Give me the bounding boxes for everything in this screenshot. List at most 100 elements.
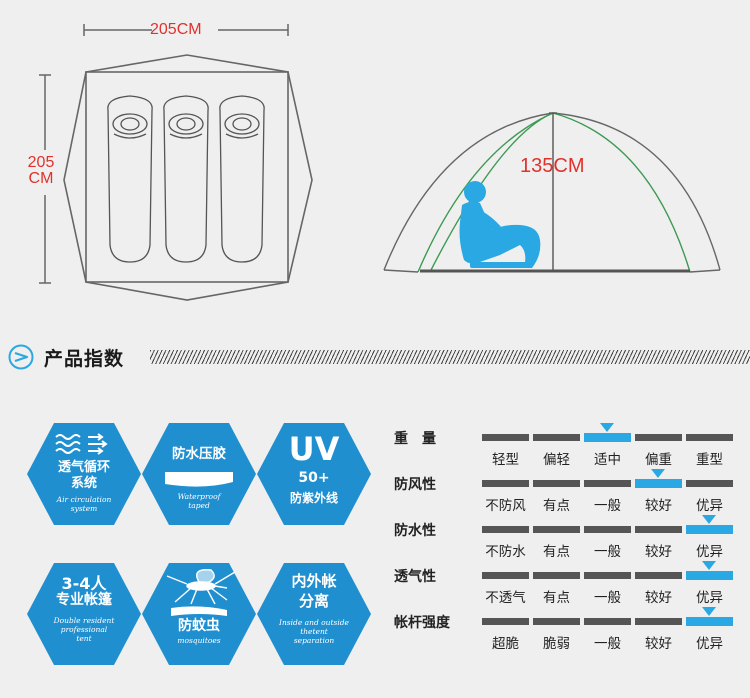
height-label: 135CM: [520, 155, 585, 177]
feature-badge-uv: UV 50+ 防紫外线: [254, 420, 374, 528]
people-icon: 3-4人: [61, 574, 107, 593]
uv-icon: UV: [288, 430, 340, 468]
rating-segment: [584, 572, 631, 579]
rating-option-label: 有点: [543, 544, 570, 560]
rating-marker-icon: [702, 561, 716, 570]
feature-subtitle-line1: Waterproof: [177, 492, 221, 501]
rating-segment: [584, 526, 631, 533]
feature-subtitle-line2: thetent: [300, 627, 328, 636]
rating-option-label: 重型: [696, 452, 723, 468]
rating-option-label: 较好: [645, 636, 672, 652]
feature-subtitle-line3: separation: [293, 636, 335, 645]
rating-marker-icon: [702, 515, 716, 524]
feature-badge-capacity: 3-4人 专业帐篷 Double resident professional t…: [24, 560, 144, 668]
rating-option-label: 优异: [696, 498, 723, 514]
rating-segment-selected: [686, 525, 733, 534]
rating-option-label: 较好: [645, 498, 672, 514]
section-title: 产品指数: [44, 348, 125, 370]
rating-segment: [584, 480, 631, 487]
section-divider-stripes: [150, 350, 750, 364]
tent-drawings: [39, 24, 721, 301]
arrow-circle-icon: [8, 344, 34, 370]
rating-option-label: 优异: [696, 590, 723, 606]
rating-option-label: 较好: [645, 544, 672, 560]
tent-dimension-diagram: 205CM 205 CM 135CM: [0, 0, 750, 320]
depth-value: 205: [27, 154, 55, 171]
rating-segment: [482, 618, 529, 625]
rating-label: 重 量: [394, 431, 436, 447]
rating-option-label: 不防水: [485, 544, 526, 560]
depth-unit: CM: [28, 170, 54, 187]
section-header: 产品指数: [8, 341, 750, 373]
feature-subtitle-line2: taped: [188, 501, 210, 510]
feature-badge-mosquito: 防蚊虫 mosquitoes: [139, 560, 259, 668]
rating-segment: [635, 618, 682, 625]
feature-subtitle-line3: tent: [76, 634, 92, 643]
rating-option-label: 一般: [594, 544, 621, 560]
tent-floor-plan: [63, 54, 313, 301]
rating-option-label: 偏重: [645, 452, 672, 468]
rating-segment-selected: [686, 571, 733, 580]
rating-option-label: 轻型: [492, 452, 519, 468]
feature-title-line1: 透气循环: [57, 460, 110, 475]
feature-uv-rating: 50+: [298, 470, 330, 486]
feature-title-line2: 分离: [298, 592, 329, 610]
rating-option-label: 有点: [543, 590, 570, 606]
rating-segment: [482, 434, 529, 441]
tape-icon: [171, 606, 227, 616]
width-dimension-line: [83, 24, 289, 36]
product-ratings: 重 量 轻型偏轻适中偏重重型 防风性 不防风有点一般较好优异 防水性 不防水有点…: [394, 420, 750, 660]
tent-side-view: [383, 112, 721, 273]
wind-arrows-icon: [55, 433, 108, 455]
feature-subtitle-line1: Inside and outside: [279, 618, 349, 627]
rating-segment: [482, 572, 529, 579]
rating-option-label: 不防风: [485, 498, 526, 514]
rating-segment: [482, 480, 529, 487]
rating-option-label: 一般: [594, 498, 621, 514]
feature-subtitle-line2: system: [70, 504, 98, 513]
rating-label: 防风性: [394, 477, 436, 493]
rating-row-weight: 重 量 轻型偏轻适中偏重重型: [394, 420, 750, 468]
feature-title-line1: 专业帐篷: [56, 592, 112, 608]
mosquito-icon: [166, 569, 236, 605]
rating-segment: [533, 618, 580, 625]
rating-segment: [533, 434, 580, 441]
feature-subtitle-line2: professional: [60, 625, 108, 634]
sleeping-bag: [219, 95, 265, 263]
rating-marker-icon: [651, 469, 665, 478]
feature-title-line1: 防水压胶: [172, 446, 226, 462]
rating-row-wind: 防风性 不防风 有点 一般 较好 优异: [394, 466, 750, 514]
tape-icon: [165, 472, 233, 487]
feature-subtitle-line1: Air circulation: [56, 495, 112, 504]
rating-label: 透气性: [394, 569, 436, 585]
rating-segment: [635, 572, 682, 579]
sleeping-bags: [107, 95, 265, 263]
rating-segment: [533, 480, 580, 487]
sleeping-bag: [163, 95, 209, 263]
feature-subtitle-line1: mosquitoes: [177, 636, 221, 645]
rating-marker-icon: [702, 607, 716, 616]
rating-segment: [533, 572, 580, 579]
rating-option-label: 优异: [696, 636, 723, 652]
rating-row-pole-strength: 帐杆强度 超脆 脆弱 一般 较好 优异: [394, 604, 750, 652]
person-silhouette-icon: [459, 181, 541, 268]
rating-option-label: 一般: [594, 636, 621, 652]
depth-dimension-line: [39, 74, 51, 284]
feature-badge-air-circulation: 透气循环 系统 Air circulation system: [24, 420, 144, 528]
rating-segment: [686, 434, 733, 441]
rating-segment: [686, 480, 733, 487]
width-label: 205CM: [150, 21, 202, 38]
rating-option-label: 超脆: [492, 636, 519, 652]
feature-title-line2: 系统: [70, 476, 97, 491]
rating-option-label: 适中: [594, 452, 621, 468]
rating-segment-selected: [635, 479, 682, 488]
rating-label: 帐杆强度: [394, 615, 450, 631]
rating-option-label: 较好: [645, 590, 672, 606]
feature-subtitle-line1: Double resident: [53, 616, 115, 625]
rating-option-label: 有点: [543, 498, 570, 514]
rating-option-label: 脆弱: [543, 636, 570, 652]
rating-option-label: 一般: [594, 590, 621, 606]
rating-label: 防水性: [394, 523, 436, 539]
rating-row-breathability: 透气性 不透气有点一般较好优异: [394, 558, 750, 606]
rating-segment: [635, 434, 682, 441]
